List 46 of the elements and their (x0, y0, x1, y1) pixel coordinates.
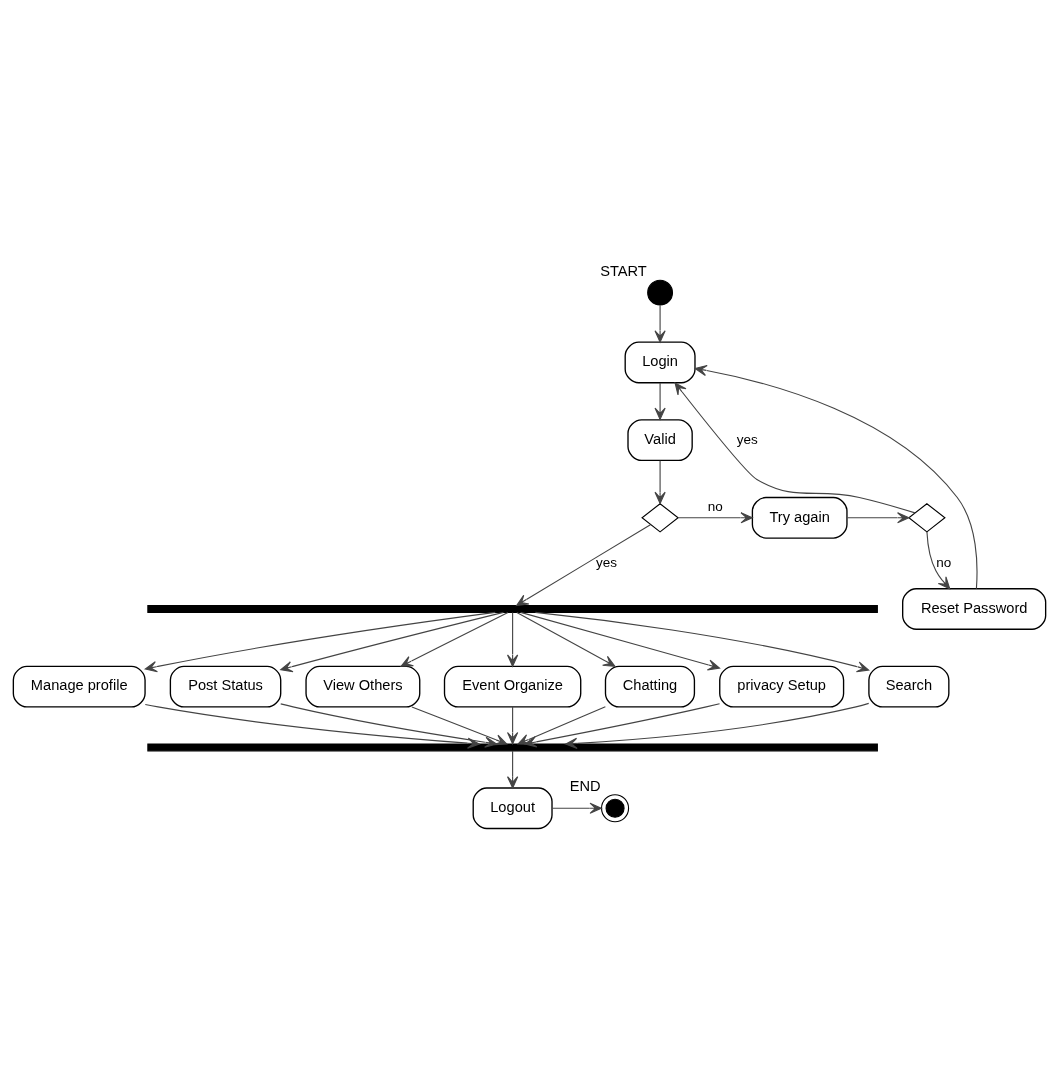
arrow (677, 511, 753, 523)
node-diamond (907, 502, 946, 533)
arrow (846, 511, 910, 523)
arrow (551, 802, 602, 814)
arrow (507, 611, 519, 667)
edge-label: no (707, 498, 723, 514)
node-circle (601, 793, 630, 822)
arrow (674, 381, 916, 513)
arrow (654, 381, 666, 420)
arrow (400, 611, 509, 667)
arrow (507, 705, 519, 744)
node-circle (647, 279, 674, 306)
node-diamond (641, 502, 679, 533)
node-label: END (569, 777, 601, 794)
edge-label: yes (596, 554, 618, 570)
node-box: Search (868, 665, 950, 708)
node-box: Reset Password (902, 587, 1047, 630)
arrow (280, 611, 504, 672)
node-box: Login (624, 341, 696, 383)
arrow (534, 611, 870, 672)
node-box: Event Organize (443, 665, 582, 708)
node-box: Logout (472, 786, 553, 829)
node-box: Chatting (604, 665, 696, 708)
arrow (565, 702, 870, 749)
arrow (524, 702, 721, 747)
node-box: privacy Setup (719, 665, 845, 708)
node-box: Manage profile (12, 665, 146, 708)
edge-label: yes (736, 431, 758, 447)
node-box: Valid (627, 418, 693, 461)
node-box: Post Status (169, 665, 282, 708)
arrow (694, 364, 978, 589)
arrow (507, 750, 519, 788)
arrow (411, 705, 508, 745)
arrow (516, 611, 616, 667)
arrow (926, 530, 951, 589)
node-bar (147, 604, 878, 613)
node-box: Try again (751, 496, 848, 539)
node-bar (147, 743, 878, 751)
arrow (654, 304, 666, 343)
arrow (654, 459, 666, 504)
edge-label: no (936, 554, 952, 570)
node-box: View Others (305, 665, 421, 708)
arrow (520, 611, 721, 671)
node-label: START (600, 262, 647, 279)
arrow (144, 611, 496, 672)
arrow (516, 523, 651, 606)
